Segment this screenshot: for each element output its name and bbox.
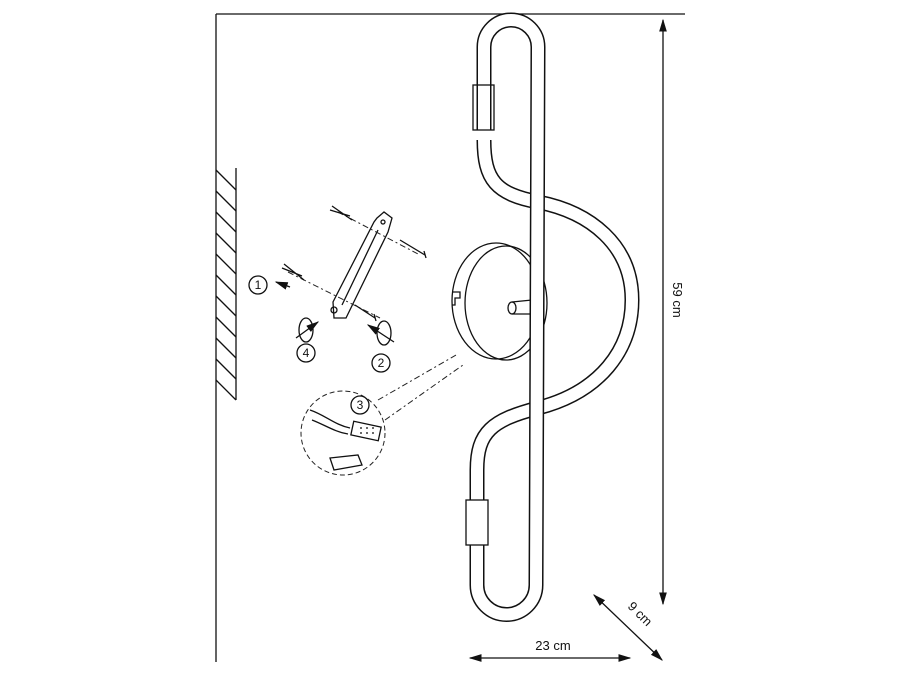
step-badge-1: 1 [248,275,268,295]
width-dimension: 23 cm [468,638,632,662]
step-badge-2: 2 [371,353,391,373]
svg-text:1: 1 [255,278,262,292]
svg-text:23 cm: 23 cm [535,638,570,653]
hatch-stroke [215,169,237,191]
height-dimension: 59 cm [659,18,685,606]
svg-text:9 cm: 9 cm [625,599,656,630]
top-collar [472,84,495,131]
hatch-stroke [215,232,237,254]
hatch-stroke [215,316,237,338]
svg-text:59 cm: 59 cm [670,282,685,317]
frame-lines [215,13,685,662]
hatch-stroke [215,211,237,233]
step-badge-3: 3 [350,395,370,415]
step-badge-4: 4 [296,343,316,363]
rotate-arrow-4 [295,317,320,343]
lamp-body [465,12,640,622]
hatch-stroke [215,190,237,212]
hatch-stroke [215,253,237,275]
wall-hatch [215,168,237,401]
rotate-arrow-2 [366,320,395,346]
mounting-bracket [274,205,427,346]
wiring-detail [300,354,464,476]
svg-text:2: 2 [378,356,385,370]
hatch-stroke [215,358,237,380]
svg-text:3: 3 [357,398,364,412]
depth-dimension: 9 cm [593,594,663,661]
hatch-stroke [215,295,237,317]
hatch-stroke [215,274,237,296]
svg-text:4: 4 [303,346,310,360]
hatch-stroke [215,379,237,401]
hatch-stroke [215,337,237,359]
bottom-collar [465,499,489,546]
